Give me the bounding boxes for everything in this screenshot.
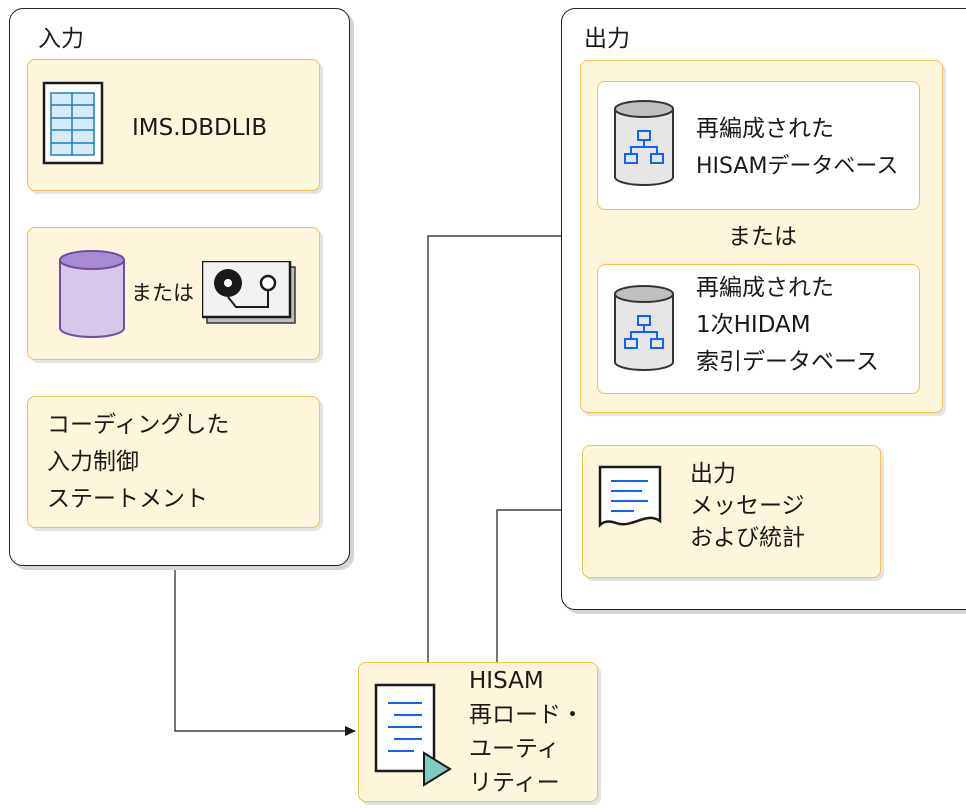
output-databases-card: 再編成された HISAMデータベース または 再編成された 1次HIDAM 索引… xyxy=(580,60,943,413)
utility-to-messages-connector xyxy=(496,505,579,662)
output-group-title: 出力 xyxy=(584,26,630,52)
input-to-utility-connector xyxy=(174,566,356,736)
table-icon xyxy=(42,81,104,165)
tape-drive-icon xyxy=(202,261,296,324)
utility-line-2: 再ロード・ xyxy=(469,702,584,728)
report-document-icon xyxy=(598,465,662,529)
output-or-label: または xyxy=(728,224,797,250)
purple-database-cylinder-icon xyxy=(59,250,125,338)
reload-utility-card: HISAM 再ロード・ ユーティ リティー xyxy=(358,662,598,802)
hidam-db-line-1: 再編成された xyxy=(696,275,834,301)
utility-to-database-connector xyxy=(427,231,579,662)
hidam-index-database-card: 再編成された 1次HIDAM 索引データベース xyxy=(597,264,920,394)
hidam-db-line-2: 1次HIDAM xyxy=(696,312,811,338)
messages-line-3: および統計 xyxy=(690,525,805,551)
utility-line-1: HISAM xyxy=(469,668,544,694)
messages-line-2: メッセージ xyxy=(690,493,805,519)
hisam-db-line-1: 再編成された xyxy=(696,116,834,142)
dbdlib-label: IMS.DBDLIB xyxy=(132,115,268,141)
messages-statistics-card: 出力 メッセージ および統計 xyxy=(582,445,881,578)
input-media-card: または xyxy=(27,227,320,360)
control-statements-line-1: コーディングした xyxy=(47,412,230,438)
control-statements-line-3: ステートメント xyxy=(47,486,208,512)
utility-line-3: ユーティ xyxy=(469,736,560,762)
hisam-database-card: 再編成された HISAMデータベース xyxy=(597,81,920,210)
messages-line-1: 出力 xyxy=(690,461,736,487)
hidam-db-line-3: 索引データベース xyxy=(696,349,879,375)
hisam-db-line-2: HISAMデータベース xyxy=(696,154,899,179)
input-or-label: または xyxy=(131,281,194,305)
control-statements-card: コーディングした 入力制御 ステートメント xyxy=(27,396,320,528)
dbdlib-card: IMS.DBDLIB xyxy=(27,59,320,191)
output-group: 出力 再編成された HISAMデータベース または xyxy=(561,8,966,610)
input-group-title: 入力 xyxy=(38,26,84,52)
database-hierarchy-icon xyxy=(614,285,674,371)
control-statements-line-2: 入力制御 xyxy=(47,449,139,475)
database-hierarchy-icon xyxy=(614,100,674,186)
program-document-icon xyxy=(374,683,452,787)
input-group: 入力 IMS.DBDLIB または コーディングした 入力制御 xyxy=(9,8,350,566)
utility-line-4: リティー xyxy=(469,770,560,796)
